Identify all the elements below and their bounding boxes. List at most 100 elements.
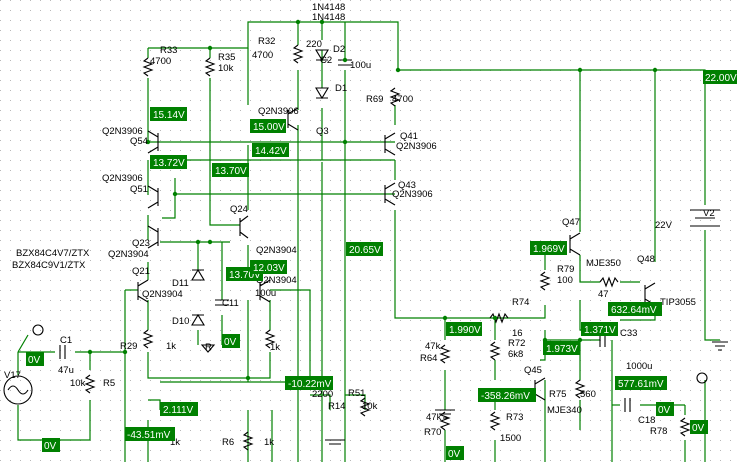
label-d1: D1 [335,83,347,94]
label-47: 47 [598,289,609,300]
svg-text:2.111V: 2.111V [163,405,194,416]
voltage-tag[interactable]: 13.72V [150,155,187,169]
label-r5-value: 10k [70,378,86,389]
label-q41-model: Q2N3906 [396,141,437,152]
svg-text:1.371V: 1.371V [584,325,616,336]
label-zener-b: BZX84C9V1/ZTX [12,260,86,271]
label-c11-value: 100u [255,288,276,299]
voltage-tag[interactable]: 632.64mV [608,302,662,316]
svg-text:12.03V: 12.03V [253,263,285,274]
label-v2: V2 [703,208,715,219]
voltage-tag[interactable]: 0V [690,420,708,434]
voltage-tag[interactable]: 0V [446,446,464,460]
label-v17: V17 [4,370,21,381]
voltage-tag[interactable]: 1.969V [530,241,567,255]
junctions [87,19,658,381]
voltage-tag[interactable]: 0V [222,334,240,348]
svg-text:0V: 0V [224,337,237,348]
label-mje350: MJE350 [586,258,621,269]
svg-text:632.64mV: 632.64mV [611,305,657,316]
voltage-tag[interactable]: 12.03V [250,260,287,274]
label-r: R [205,342,212,353]
label-d2: D2 [333,44,345,55]
label-r75: R75 [549,389,566,400]
label-q23: Q23 [132,238,150,249]
label-q24-model: Q2N3904 [256,245,297,256]
voltage-tag[interactable]: 1.990V [446,322,482,336]
voltage-tag[interactable]: 15.00V [250,119,286,133]
label-r5: R5 [103,378,115,389]
component-symbols [3,44,728,451]
label-r6: R6 [222,437,234,448]
label-r74-value: 16 [512,328,523,339]
svg-text:1.990V: 1.990V [449,325,481,336]
voltage-tag[interactable]: 577.61mV [615,376,667,390]
label-r32-value: 4700 [252,50,273,61]
label-q3: Q3 [316,126,329,137]
label-r72-value: 6k8 [508,349,523,360]
voltage-tag[interactable]: 14.42V [252,143,289,157]
label-1n4148-b: 1N4148 [312,12,345,23]
svg-text:0V: 0V [44,441,57,452]
svg-text:15.00V: 15.00V [253,122,285,133]
label-r78: R78 [650,426,667,437]
voltage-tag[interactable]: 2.111V [160,402,198,416]
voltage-tag[interactable]: -10.22mV [285,376,333,390]
svg-text:-10.22mV: -10.22mV [288,379,332,390]
label-q43-model: Q2N3906 [392,189,433,200]
label-2200: 2200 [312,389,333,400]
svg-text:13.70V: 13.70V [215,166,247,177]
voltage-tag[interactable]: 20.65V [346,242,383,256]
label-r51-value: 10k [362,401,378,412]
label-r33: R33 [160,45,177,56]
label-c33: C33 [620,328,637,339]
label-r35: R35 [218,52,235,63]
voltage-tags: 15.14V 15.00V 13.72V 14.42V 13.70V 22.00… [26,70,737,460]
svg-text:-358.26mV: -358.26mV [481,391,530,402]
svg-text:0V: 0V [658,405,671,416]
label-r70: R70 [424,427,441,438]
label-q45: Q45 [524,365,542,376]
label-q41: Q41 [400,131,418,142]
svg-text:13.70V: 13.70V [229,270,261,281]
label-q54: Q54 [130,136,148,147]
svg-text:1.973V: 1.973V [546,344,578,355]
label-q3-model: Q2N3906 [258,106,299,117]
voltage-tag[interactable]: 0V [26,352,44,366]
label-r73: R73 [506,412,523,423]
label-r33-value: 4700 [150,56,171,67]
label-r79-value: 100 [557,275,573,286]
svg-text:20.65V: 20.65V [349,245,381,256]
label-q21: Q21 [132,266,150,277]
voltage-tag[interactable]: -43.51mV [125,427,175,441]
label-r29-value: 1k [166,341,176,352]
voltage-tag[interactable]: 0V [42,438,60,452]
label-r73-value: 1500 [500,433,521,444]
voltage-tag[interactable]: -358.26mV [478,388,536,402]
voltage-tag[interactable]: 22.00V [703,70,737,84]
svg-text:577.61mV: 577.61mV [618,379,664,390]
label-r32: R32 [258,36,275,47]
label-c2: C2 [320,55,332,66]
label-zener-a: BZX84C4V7/ZTX [16,248,90,259]
label-r64-value: 47k [425,341,441,352]
label-q24: Q24 [230,204,248,215]
label-r64: R64 [420,353,437,364]
label-d10: D10 [172,316,189,327]
label-q54-model: Q2N3906 [102,126,143,137]
label-mje340: MJE340 [547,405,582,416]
label-c2-value: 100u [350,60,371,71]
label-r75-value: 560 [580,389,596,400]
voltage-tag[interactable]: 13.70V [212,163,249,177]
label-r70-value: 47k [426,412,442,423]
label-r6-value: 1k [264,437,274,448]
label-r72: R72 [508,338,525,349]
svg-text:0V: 0V [448,449,461,460]
label-1k-b: 1k [270,342,280,353]
voltage-tag[interactable]: 1.973V [543,341,580,355]
voltage-tag[interactable]: 1.371V [581,322,618,336]
voltage-tag[interactable]: 15.14V [150,107,187,121]
voltage-tag[interactable]: 0V [656,402,674,416]
